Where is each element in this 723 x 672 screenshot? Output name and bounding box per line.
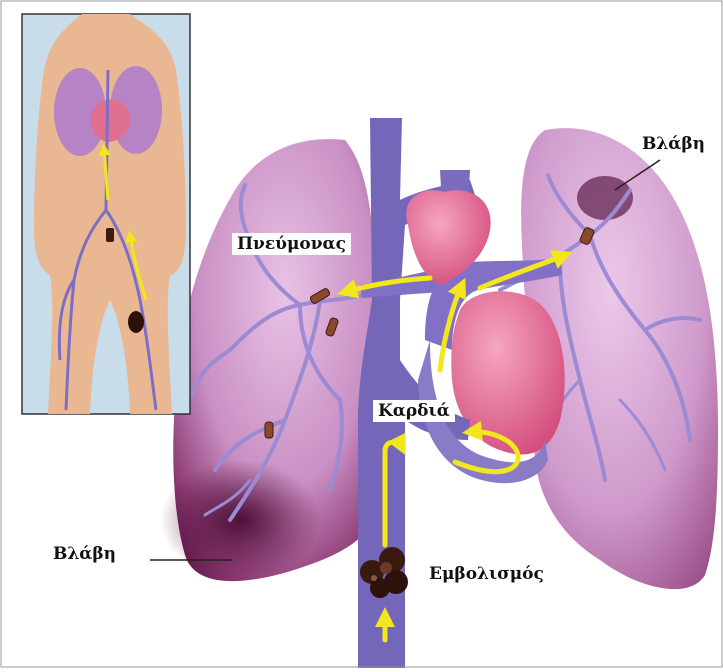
heart-label: Καρδιά (373, 400, 455, 422)
embolism-label: Εμβολισμός (424, 563, 549, 585)
blood-clot-icon (128, 311, 144, 333)
lesion-bottom-label: Βλάβη (48, 543, 121, 565)
left-lung-lesion-shading (160, 460, 320, 580)
lesion-top-label: Βλάβη (637, 133, 710, 155)
lung-label: Πνεύμονας (232, 233, 351, 255)
blood-clot-icon (106, 228, 114, 242)
blood-clot-icon (265, 422, 273, 438)
inset-panel (22, 14, 190, 414)
